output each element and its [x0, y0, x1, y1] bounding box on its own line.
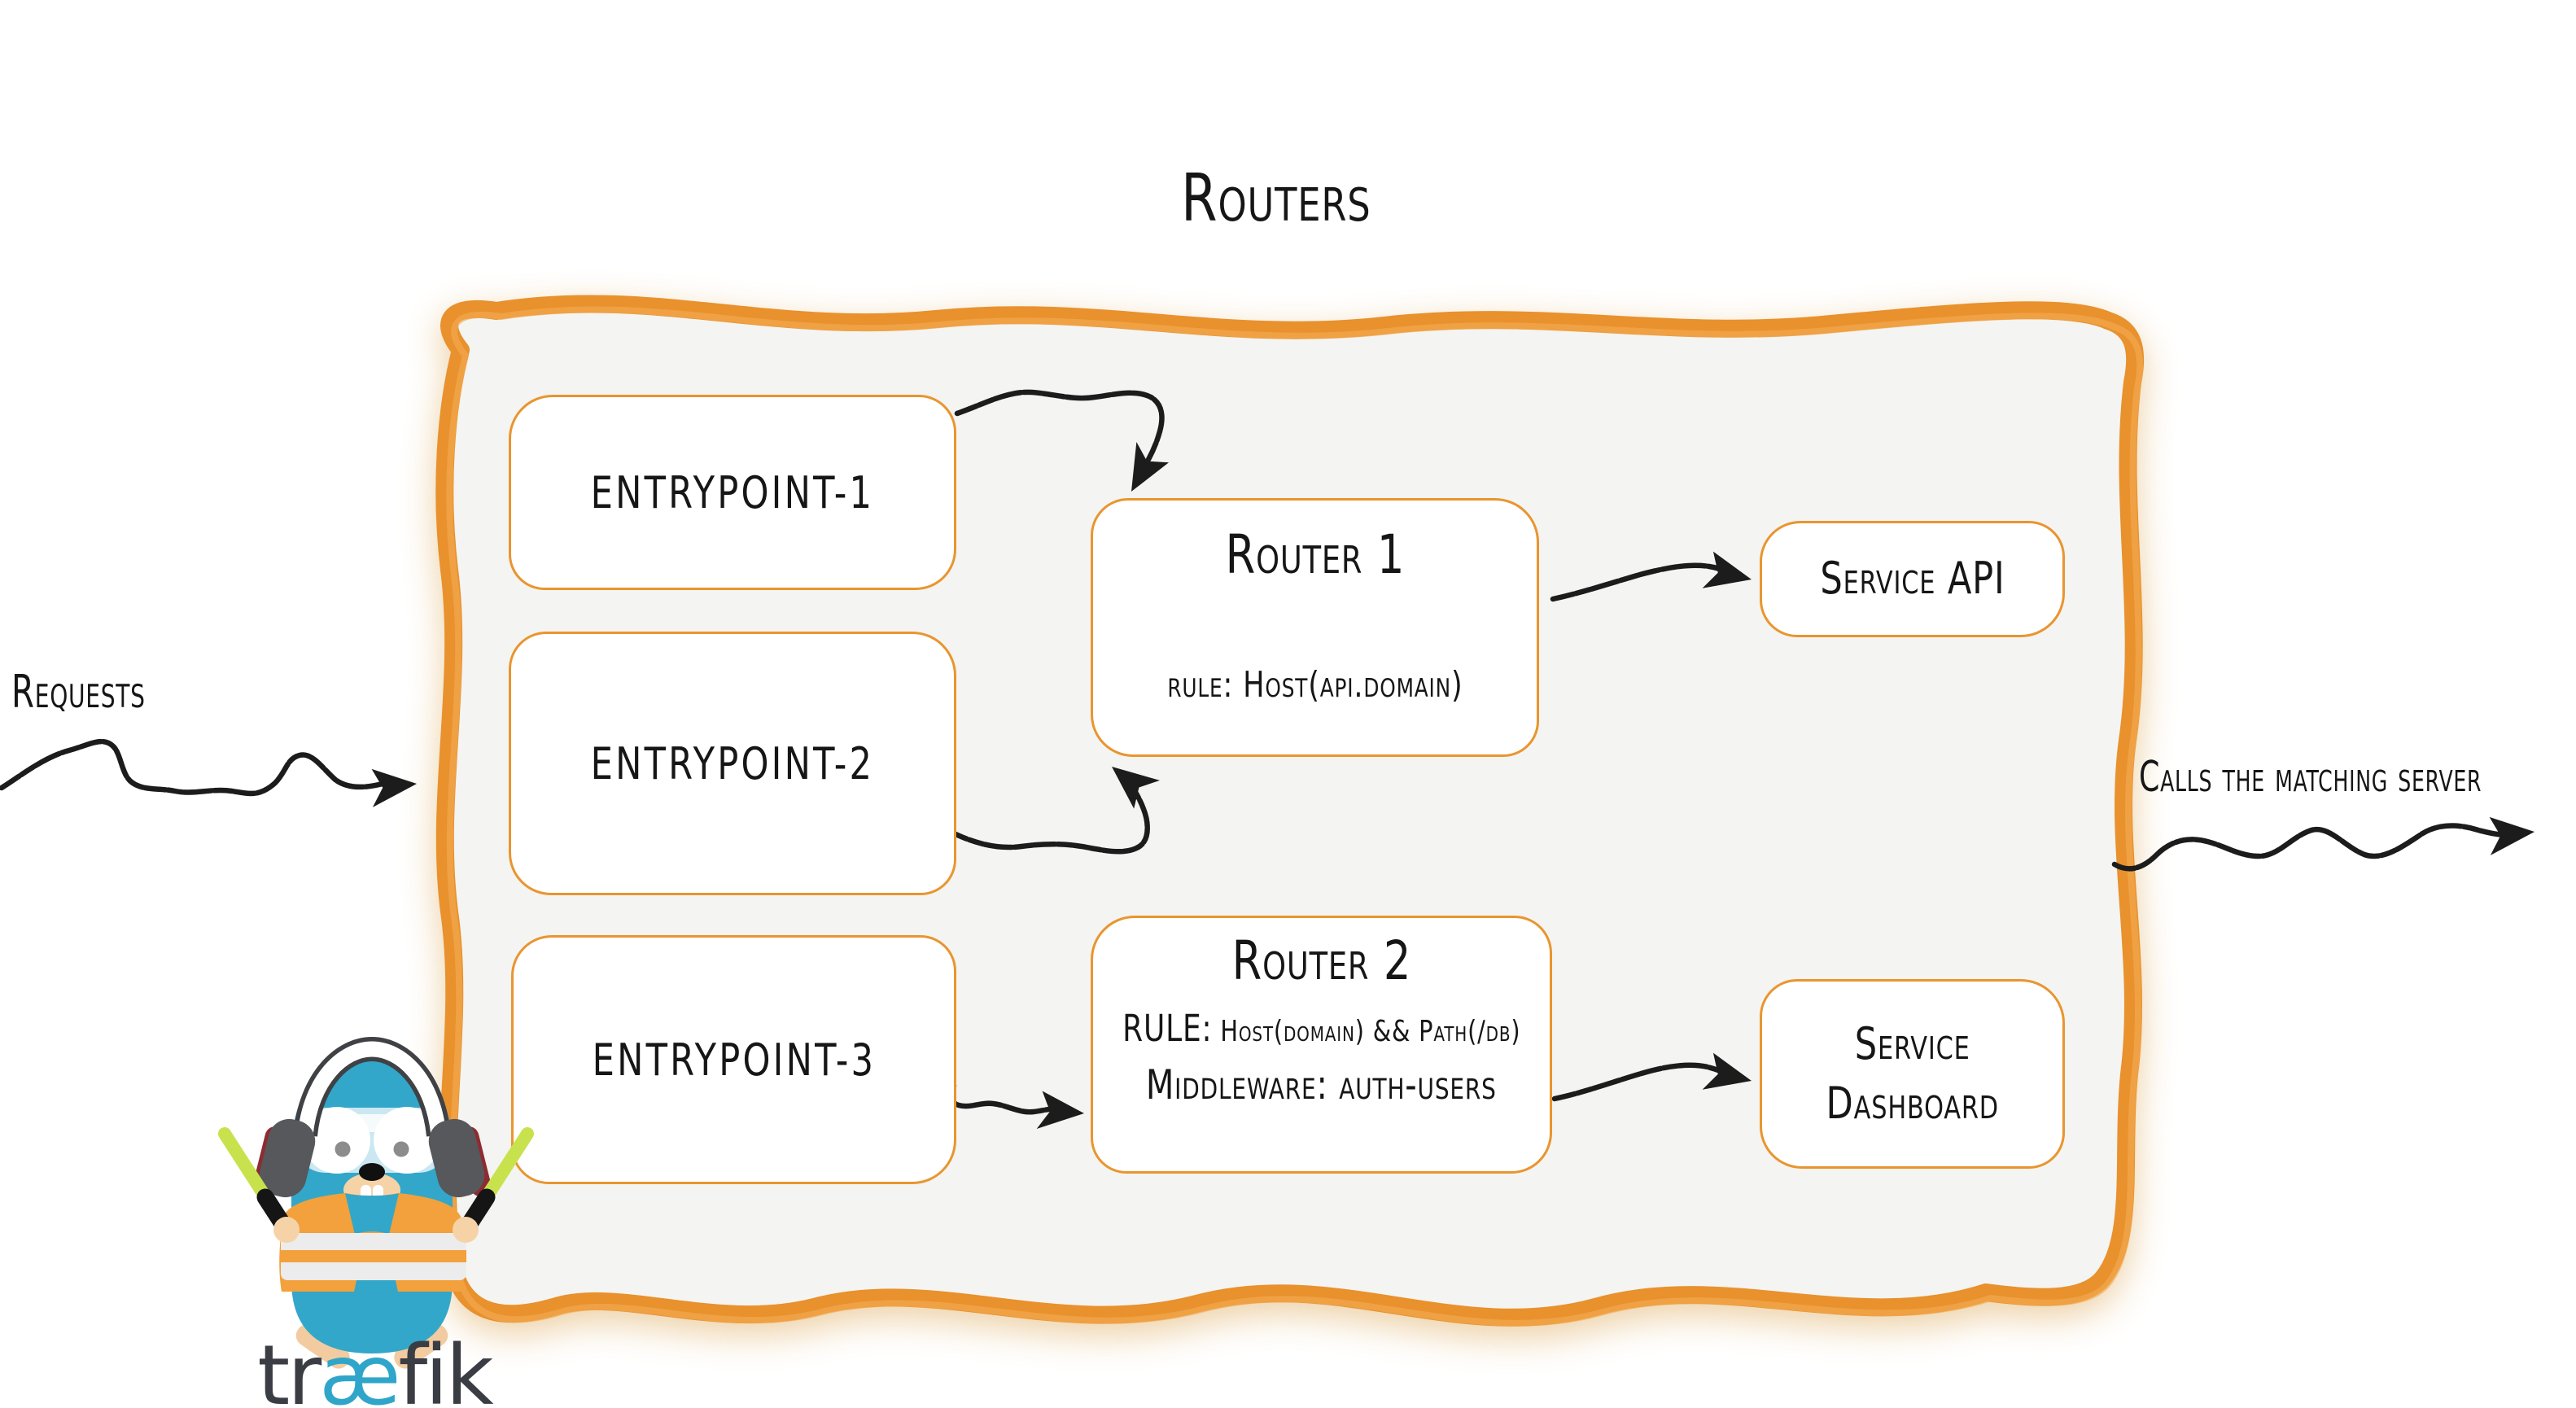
arrow-calls-head: [2489, 816, 2534, 855]
gopher-left-foot: [295, 1324, 350, 1369]
gopher-right-pupil: [393, 1141, 409, 1157]
wordmark-pre: tr: [257, 1327, 321, 1408]
entrypoint-2-node: entrypoint-2: [509, 632, 956, 895]
traefik-wordmark: træfik: [203, 1327, 545, 1408]
page-title-text: Routers: [1181, 160, 1371, 236]
calls-label: Calls the matching server: [2139, 753, 2576, 802]
arrow-router2-to-service-dashboard-head: [1702, 1052, 1752, 1090]
gopher-right-foot: [394, 1324, 448, 1369]
arrow-router1-to-service-api-head: [1702, 551, 1752, 588]
gopher-left-hand: [273, 1217, 300, 1243]
arrow-calls-line: [2111, 823, 2510, 872]
router-2-title: Router 2: [1231, 929, 1411, 992]
gopher-nose: [359, 1163, 385, 1181]
router-1-title: Router 1: [1225, 523, 1405, 586]
gopher-vest-lower-gap: [339, 1280, 413, 1340]
gopher-headphone-band: [297, 1041, 447, 1137]
service-api-node: Service API: [1760, 521, 2065, 637]
service-api-label: Service API: [1819, 553, 2005, 605]
requests-label: Requests: [11, 666, 198, 719]
page-title: Routers: [1113, 160, 1439, 236]
arrow-ep1-to-router1-line: [954, 389, 1165, 482]
entrypoint-2-label: entrypoint-2: [590, 737, 875, 789]
router-2-node: Router 2 RULE: Host(domain) && Path(/db)…: [1091, 916, 1552, 1174]
router-2-rule-label: RULE:: [1122, 1007, 1213, 1050]
router-1-rule: rule: Host(api.domain): [1166, 664, 1463, 706]
service-dashboard-label-line1: Service: [1854, 1017, 1970, 1069]
gopher-vest-stripe-orange: [281, 1250, 466, 1262]
wordmark-post: fik: [398, 1327, 493, 1408]
gopher-right-hand: [453, 1217, 479, 1243]
router-2-middleware: Middleware: auth-users: [1146, 1061, 1497, 1108]
entrypoint-1-node: entrypoint-1: [509, 395, 956, 590]
router-2-rule: RULE: Host(domain) && Path(/db): [1122, 1007, 1520, 1050]
router-1-node: Router 1 rule: Host(api.domain): [1091, 498, 1539, 757]
traefik-logo: træfik: [197, 1012, 588, 1408]
gopher-left-eye: [304, 1107, 370, 1174]
arrow-requests-head: [371, 768, 417, 807]
service-dashboard-node: Service Dashboard: [1760, 979, 2065, 1169]
gopher-left-earcup: [259, 1118, 316, 1198]
entrypoint-1-label: entrypoint-1: [590, 466, 875, 518]
router-2-rule-value: Host(domain) && Path(/db): [1220, 1015, 1521, 1048]
gopher-vest-chest-gap: [345, 1193, 399, 1235]
service-dashboard-label-line2: Dashboard: [1826, 1077, 1999, 1129]
entrypoint-3-node: entrypoint-3: [511, 935, 956, 1184]
arrow-requests-line: [0, 738, 386, 797]
wordmark-ae: æ: [319, 1327, 400, 1408]
entrypoint-3-label: entrypoint-3: [592, 1034, 876, 1086]
requests-label-text: Requests: [11, 666, 146, 719]
calls-label-text: Calls the matching server: [2139, 753, 2482, 802]
arrow-ep2-to-router1-line: [944, 773, 1150, 855]
arrow-ep2-to-router1-head: [1112, 767, 1160, 809]
gopher-right-earcup: [428, 1118, 485, 1198]
gopher-left-pupil: [335, 1141, 351, 1157]
arrow-ep3-to-router2-head: [1036, 1091, 1084, 1130]
arrow-ep1-to-router1-head: [1131, 442, 1170, 492]
traefik-gopher-icon: [218, 1036, 534, 1369]
gopher-right-eye: [374, 1107, 440, 1174]
